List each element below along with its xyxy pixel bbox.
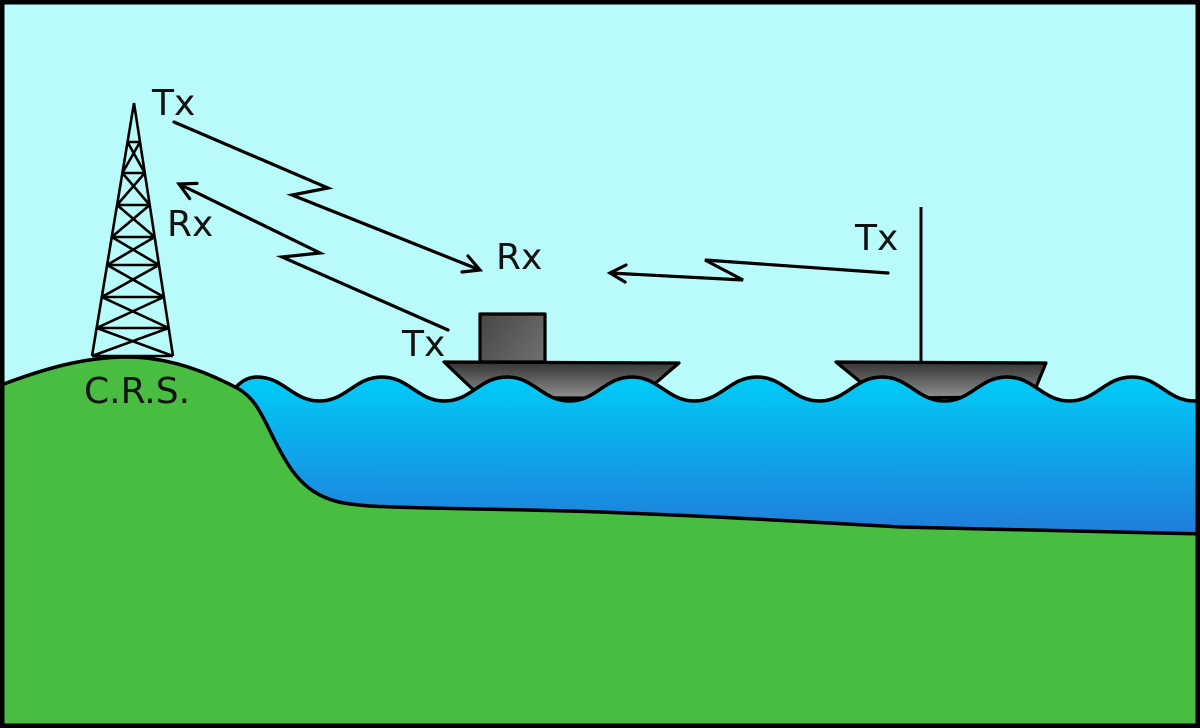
arrow-shore-tx-to-ship-rx bbox=[172, 120, 484, 274]
tower-rx-label: Rx bbox=[167, 204, 213, 245]
arrow-ship-tx-to-shore-rx bbox=[175, 181, 450, 332]
sea bbox=[230, 375, 1200, 550]
arrow-ship2-tx-to-ship-rx bbox=[606, 258, 890, 284]
ship2-tx-label: Tx bbox=[854, 218, 898, 259]
tower-tx-label: Tx bbox=[151, 83, 195, 124]
radio-tower bbox=[90, 102, 175, 358]
coast-radio-station-label: C.R.S. bbox=[84, 371, 190, 412]
ship1-cabin bbox=[478, 312, 547, 364]
land-hill-and-seabed bbox=[0, 355, 1200, 728]
ship1-rx-label: Rx bbox=[496, 237, 542, 278]
ship1-tx-label: Tx bbox=[401, 324, 445, 365]
